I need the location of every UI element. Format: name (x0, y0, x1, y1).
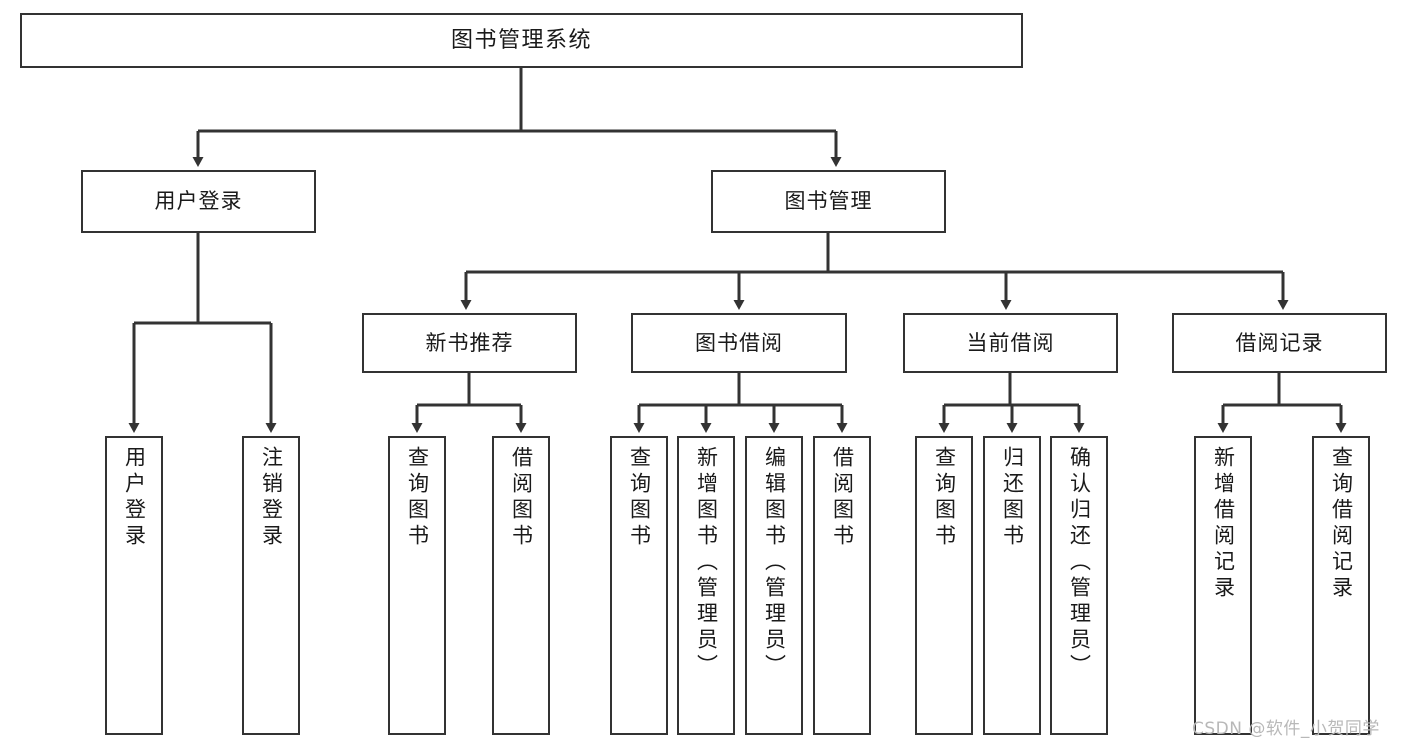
node-label: 查询图书 (405, 446, 430, 550)
leaf-user-login-signout[interactable]: 注销登录 (242, 436, 300, 735)
node-label: 归还图书 (1000, 446, 1025, 550)
leaf-recommend-borrow-book[interactable]: 借阅图书 (492, 436, 550, 735)
leaf-current-return-book[interactable]: 归还图书 (983, 436, 1041, 735)
node-label: 用户登录 (154, 189, 243, 214)
leaf-recommend-query-book[interactable]: 查询图书 (388, 436, 446, 735)
node-label: 查询图书 (932, 446, 957, 550)
node-label: 借阅图书 (830, 446, 855, 550)
node-label: 借阅图书 (509, 446, 534, 550)
node-label: 注销登录 (259, 446, 284, 550)
leaf-record-add-record[interactable]: 新增借阅记录 (1194, 436, 1252, 735)
leaf-user-login-signin[interactable]: 用户登录 (105, 436, 163, 735)
node-book-management[interactable]: 图书管理 (711, 170, 946, 233)
csdn-watermark: CSDN @软件_小贺同学 (1192, 719, 1380, 739)
leaf-record-query-record[interactable]: 查询借阅记录 (1312, 436, 1370, 735)
leaf-borrow-borrow-book[interactable]: 借阅图书 (813, 436, 871, 735)
node-label: 图书管理 (784, 189, 873, 214)
node-user-login[interactable]: 用户登录 (81, 170, 316, 233)
node-label: 查询借阅记录 (1329, 446, 1354, 602)
node-label: 确认归还（管理员） (1067, 446, 1092, 680)
leaf-borrow-add-book-admin[interactable]: 新增图书（管理员） (677, 436, 735, 735)
node-label: 新书推荐 (425, 330, 514, 355)
node-borrow-record[interactable]: 借阅记录 (1172, 313, 1387, 373)
node-label: 新增图书（管理员） (694, 446, 719, 680)
leaf-borrow-query-book[interactable]: 查询图书 (610, 436, 668, 735)
node-label: 编辑图书（管理员） (762, 446, 787, 680)
leaf-borrow-edit-book-admin[interactable]: 编辑图书（管理员） (745, 436, 803, 735)
node-label: 图书借阅 (695, 330, 783, 355)
node-root-system[interactable]: 图书管理系统 (20, 13, 1023, 68)
leaf-current-confirm-return-admin[interactable]: 确认归还（管理员） (1050, 436, 1108, 735)
node-book-borrow[interactable]: 图书借阅 (631, 313, 847, 373)
node-label: 图书管理系统 (450, 27, 592, 53)
node-label: 新增借阅记录 (1211, 446, 1236, 602)
node-new-book-recommend[interactable]: 新书推荐 (362, 313, 577, 373)
node-label: 借阅记录 (1235, 330, 1324, 355)
node-label: 当前借阅 (966, 330, 1055, 355)
leaf-current-query-book[interactable]: 查询图书 (915, 436, 973, 735)
node-current-borrow[interactable]: 当前借阅 (903, 313, 1118, 373)
node-label: 用户登录 (122, 446, 147, 550)
node-label: 查询图书 (627, 446, 652, 550)
